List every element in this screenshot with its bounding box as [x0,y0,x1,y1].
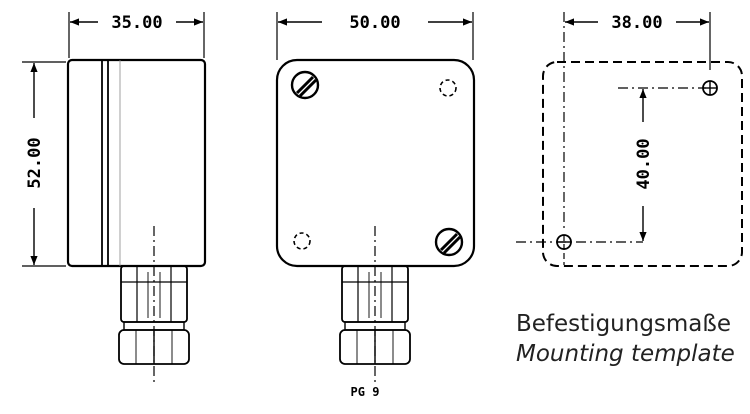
screw-top-left-icon [290,70,320,100]
side-height-dimension: 52.00 [25,137,45,188]
hole-bottom-left-icon [556,234,572,265]
side-view [22,12,207,382]
caption-german: Befestigungsmaße [516,311,732,337]
front-width-dimension: 50.00 [349,13,400,33]
front-view [275,12,476,382]
mounting-hole-top-right-icon [439,79,457,97]
side-width-dimension: 35.00 [111,13,162,33]
mounting-hole-bottom-left-icon [293,232,311,250]
caption-english: Mounting template [516,341,735,367]
gland-label: PG 9 [351,385,380,399]
hole-top-right-icon [702,80,718,96]
template-height-dimension: 40.00 [634,138,654,189]
screw-bottom-right-icon [434,227,464,257]
template-width-dimension: 38.00 [611,13,662,33]
cable-gland-side [118,265,190,365]
cable-gland-front [339,265,411,365]
mounting-template [516,12,743,267]
